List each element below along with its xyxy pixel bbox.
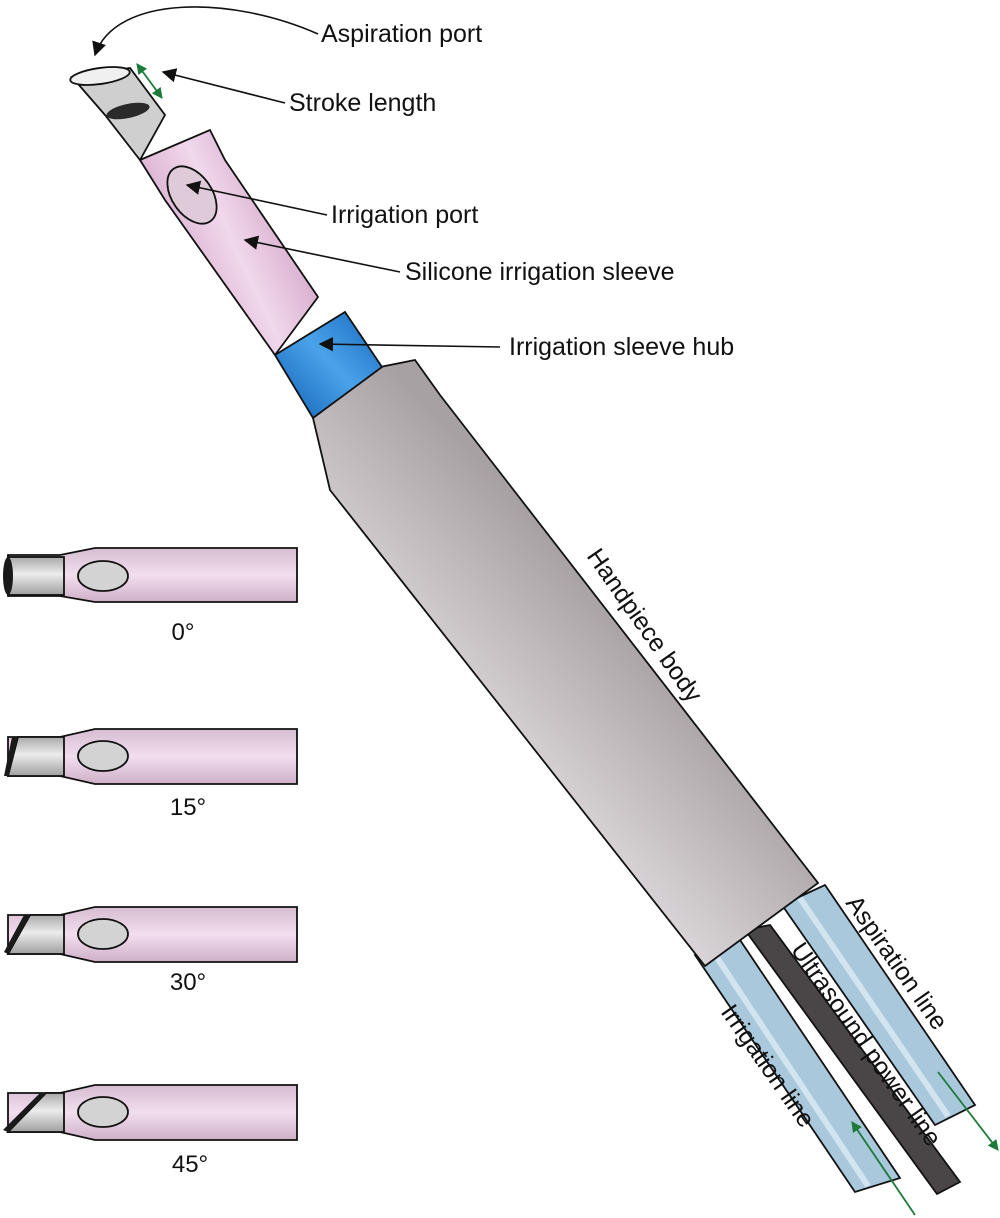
stroke-length-arrow (136, 63, 163, 99)
aspiration-port-label: Aspiration port (321, 20, 482, 48)
ultrasound-power-line-tube (743, 924, 962, 1196)
irrigation-port-leader (185, 180, 328, 216)
tip-angle-label: 45° (172, 1151, 208, 1178)
tip-angle-label: 0° (172, 619, 195, 646)
aspiration-outflow-arrow (937, 1071, 999, 1151)
silicone-irrigation-sleeve-label: Silicone irrigation sleeve (405, 258, 675, 286)
irrigation-port-label: Irrigation port (331, 201, 478, 229)
stroke-length-label: Stroke length (289, 89, 436, 117)
tip-variant-45: 45° (3, 1084, 298, 1178)
tip-variant-15: 15° (4, 728, 298, 821)
aspiration-port-leader (92, 6, 319, 57)
tip-variant-0: 0° (3, 547, 298, 646)
tip-variant-30: 30° (4, 906, 298, 996)
tip-shadow (106, 102, 150, 120)
handpiece-body (311, 359, 820, 968)
tip-angle-label: 30° (170, 969, 206, 996)
tip-angle-label: 15° (170, 794, 206, 821)
irrigation-port-opening (166, 165, 218, 225)
irrigation-sleeve-hub (273, 310, 384, 420)
irrigation-inflow-arrow (851, 1121, 916, 1216)
silicone-sleeve-leader (243, 235, 401, 273)
silicone-irrigation-sleeve (138, 128, 320, 357)
aspiration-port-bevel (69, 66, 131, 86)
irrigation-sleeve-hub-label: Irrigation sleeve hub (509, 333, 734, 361)
flow-arrows (136, 63, 999, 1216)
leader-lines (92, 6, 501, 352)
sleeve-hub-leader (318, 337, 501, 352)
stroke-length-leader (161, 68, 286, 104)
tubes (693, 883, 977, 1196)
